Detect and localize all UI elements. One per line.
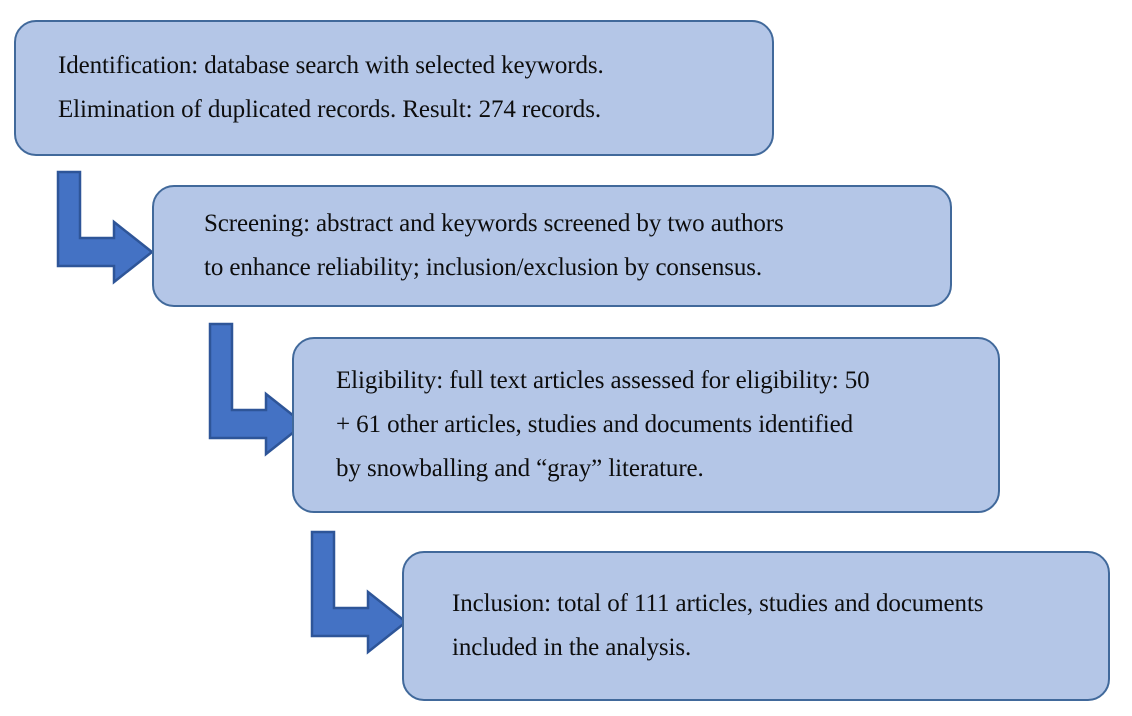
- flow-box-screening[interactable]: Screening: abstract and keywords screene…: [152, 185, 952, 307]
- flow-box-identification-line-1: Identification: database search with sel…: [58, 52, 604, 79]
- arrow-shape: [56, 170, 155, 285]
- flow-box-identification[interactable]: Identification: database search with sel…: [14, 20, 774, 156]
- connector-arrow-eligibility-to-inclusion: [310, 530, 409, 655]
- connector-arrow-identification-to-screening: [56, 170, 155, 285]
- flow-box-inclusion-line-1: Inclusion: total of 111 articles, studie…: [452, 590, 984, 617]
- flow-box-eligibility-line-1: Eligibility: full text articles assessed…: [336, 367, 870, 394]
- flow-box-inclusion-line-2: included in the analysis.: [452, 634, 692, 661]
- flow-box-eligibility-line-3: by snowballing and “gray” literature.: [336, 455, 704, 482]
- flow-box-screening-line-1: Screening: abstract and keywords screene…: [204, 210, 784, 237]
- flow-box-identification-line-2: Elimination of duplicated records. Resul…: [58, 96, 601, 123]
- connector-arrow-screening-to-eligibility: [208, 322, 307, 457]
- flow-box-inclusion[interactable]: Inclusion: total of 111 articles, studie…: [402, 551, 1110, 701]
- flow-box-eligibility[interactable]: Eligibility: full text articles assessed…: [292, 337, 1000, 513]
- arrow-shape: [208, 322, 307, 457]
- flow-box-eligibility-line-2: + 61 other articles, studies and documen…: [336, 411, 854, 438]
- arrow-shape: [310, 530, 409, 655]
- flow-box-screening-line-2: to enhance reliability; inclusion/exclus…: [204, 254, 763, 281]
